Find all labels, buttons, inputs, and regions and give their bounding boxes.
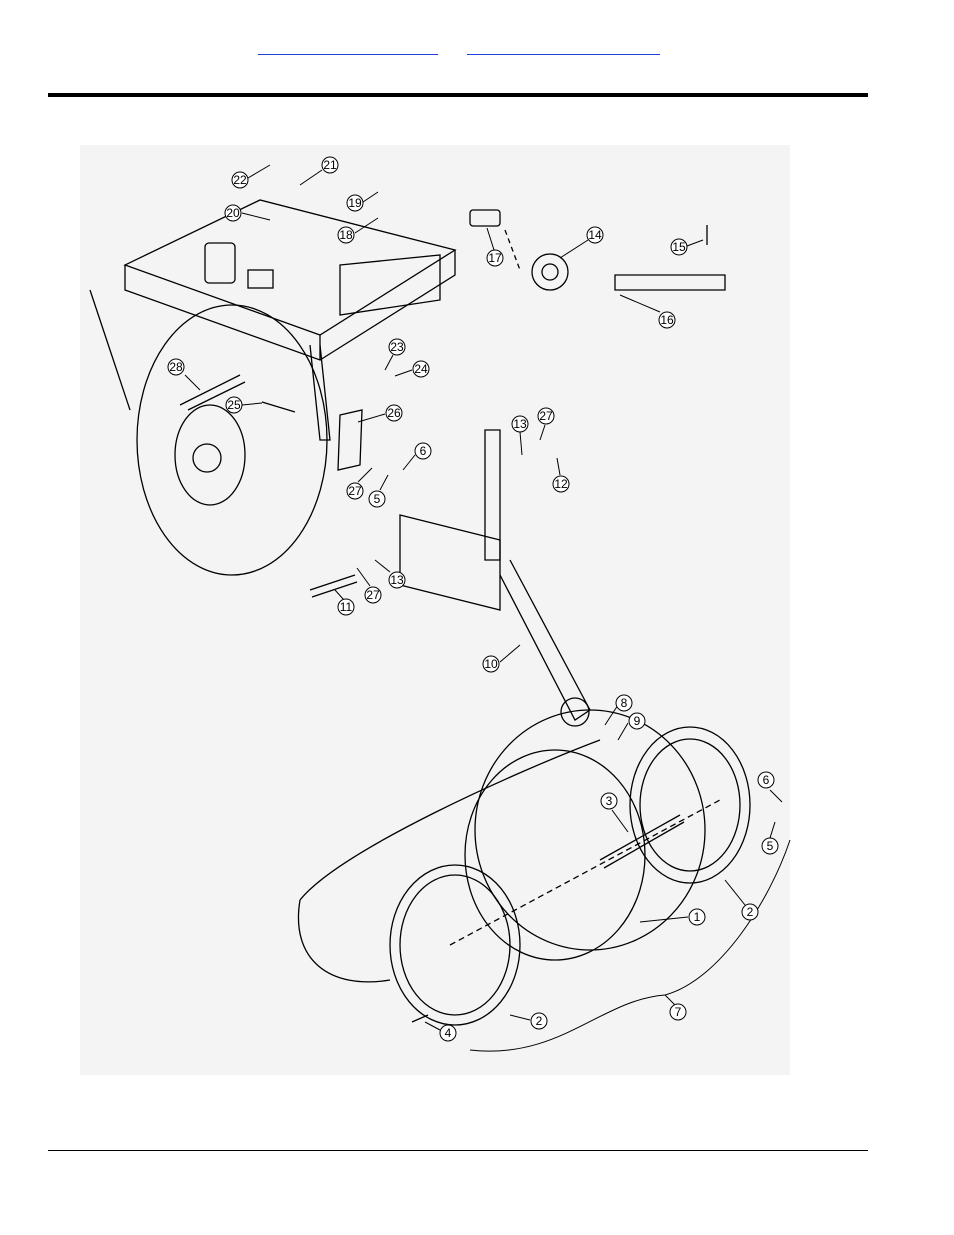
mounting-bracket bbox=[339, 254, 441, 316]
svg-text:25: 25 bbox=[227, 398, 241, 412]
callout-4: 4 bbox=[424, 1021, 457, 1042]
callout-27: 27 bbox=[346, 467, 373, 500]
callout-23: 23 bbox=[384, 338, 406, 371]
callout-5: 5 bbox=[368, 474, 389, 508]
header-rule bbox=[48, 93, 868, 97]
press-wheel-rim-rear bbox=[629, 726, 751, 884]
svg-text:14: 14 bbox=[588, 228, 602, 242]
callout-11: 11 bbox=[334, 589, 355, 616]
callout-27: 27 bbox=[356, 567, 382, 604]
callout-28: 28 bbox=[167, 358, 201, 391]
svg-text:6: 6 bbox=[763, 773, 770, 787]
svg-text:13: 13 bbox=[390, 573, 404, 587]
callout-27: 27 bbox=[537, 407, 555, 441]
header-link-left[interactable] bbox=[258, 40, 438, 55]
svg-text:23: 23 bbox=[390, 340, 404, 354]
callout-7: 7 bbox=[664, 994, 687, 1021]
callout-6: 6 bbox=[402, 442, 432, 471]
svg-text:13: 13 bbox=[513, 417, 527, 431]
callout-24: 24 bbox=[394, 360, 430, 378]
header-link-right[interactable] bbox=[467, 40, 660, 55]
svg-text:10: 10 bbox=[484, 657, 498, 671]
svg-text:4: 4 bbox=[445, 1026, 452, 1040]
svg-text:24: 24 bbox=[414, 362, 428, 376]
svg-text:1: 1 bbox=[694, 910, 701, 924]
callout-5: 5 bbox=[761, 821, 779, 855]
svg-text:15: 15 bbox=[672, 240, 686, 254]
svg-text:27: 27 bbox=[539, 409, 553, 423]
callout-9: 9 bbox=[617, 712, 646, 741]
callout-16: 16 bbox=[619, 294, 676, 329]
callout-26: 26 bbox=[357, 404, 403, 423]
callout-2: 2 bbox=[724, 879, 759, 921]
svg-text:27: 27 bbox=[366, 588, 380, 602]
svg-text:20: 20 bbox=[226, 206, 240, 220]
callout-3: 3 bbox=[600, 792, 629, 833]
svg-text:17: 17 bbox=[488, 251, 502, 265]
callout-13: 13 bbox=[511, 415, 529, 456]
callout-1: 1 bbox=[639, 908, 706, 926]
svg-text:5: 5 bbox=[767, 839, 774, 853]
svg-text:2: 2 bbox=[536, 1014, 543, 1028]
callout-17: 17 bbox=[486, 227, 504, 267]
callout-13: 13 bbox=[374, 559, 406, 589]
opener-disc bbox=[136, 304, 328, 576]
svg-text:9: 9 bbox=[634, 714, 641, 728]
press-wheel-rim-front bbox=[389, 864, 521, 1026]
callout-15: 15 bbox=[670, 238, 704, 256]
callout-20: 20 bbox=[224, 204, 271, 222]
callout-22: 22 bbox=[231, 164, 271, 189]
callout-10: 10 bbox=[482, 644, 521, 673]
svg-text:19: 19 bbox=[348, 196, 362, 210]
callout-6: 6 bbox=[757, 771, 783, 803]
callout-8: 8 bbox=[604, 694, 633, 726]
frame-beam bbox=[123, 199, 457, 336]
svg-text:2: 2 bbox=[747, 905, 754, 919]
callout-19: 19 bbox=[346, 191, 379, 212]
svg-text:7: 7 bbox=[675, 1005, 682, 1019]
parts-diagram-area bbox=[80, 145, 790, 1075]
pressure-arm bbox=[399, 514, 501, 611]
svg-text:3: 3 bbox=[606, 794, 613, 808]
svg-text:5: 5 bbox=[374, 492, 381, 506]
svg-text:12: 12 bbox=[554, 477, 568, 491]
svg-text:22: 22 bbox=[233, 173, 247, 187]
svg-text:8: 8 bbox=[621, 696, 628, 710]
svg-text:11: 11 bbox=[340, 600, 353, 614]
svg-text:6: 6 bbox=[420, 444, 427, 458]
callout-21: 21 bbox=[299, 156, 339, 186]
footer-rule bbox=[48, 1150, 868, 1151]
svg-text:16: 16 bbox=[660, 313, 674, 327]
svg-text:18: 18 bbox=[339, 228, 353, 242]
svg-text:28: 28 bbox=[169, 360, 183, 374]
svg-text:26: 26 bbox=[387, 406, 401, 420]
callout-14: 14 bbox=[559, 226, 604, 259]
callout-18: 18 bbox=[337, 217, 379, 244]
callout-12: 12 bbox=[552, 457, 570, 493]
svg-text:27: 27 bbox=[348, 484, 362, 498]
callout-25: 25 bbox=[225, 396, 263, 414]
callout-2: 2 bbox=[509, 1012, 548, 1030]
press-wheel-tire bbox=[464, 749, 646, 961]
svg-text:21: 21 bbox=[323, 158, 337, 172]
